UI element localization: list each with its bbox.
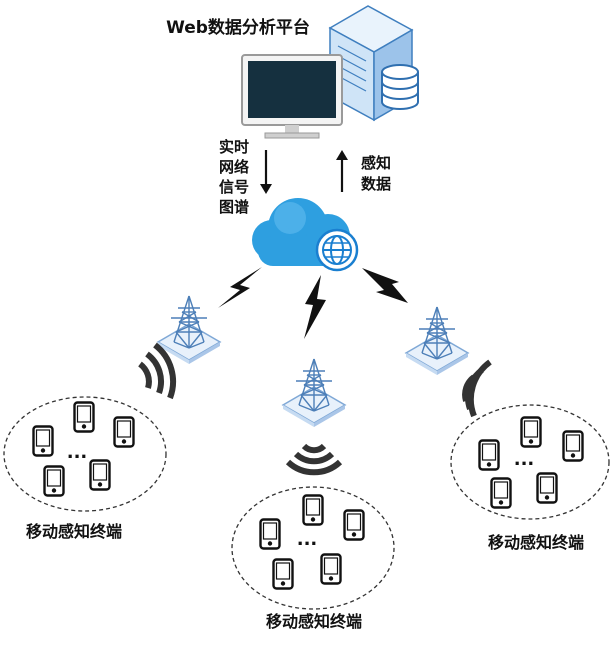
phone-icon: [343, 509, 365, 541]
phone-icon: [302, 494, 324, 526]
downlink-line: 信号: [219, 178, 249, 196]
uplink-line: 感知: [361, 154, 391, 172]
uplink-label: 感知 数据: [361, 154, 391, 193]
database-icon: [381, 64, 419, 110]
phone-icon: [520, 416, 542, 448]
lightning-icon: [304, 275, 326, 339]
downlink-line: 图谱: [219, 198, 249, 216]
phone-icon: [259, 518, 281, 550]
downlink-line: 网络: [219, 158, 249, 176]
phone-icon: [320, 553, 342, 585]
phone-icon: [43, 465, 65, 497]
lightning-icon: [362, 268, 408, 303]
uplink-line: 数据: [361, 175, 391, 193]
phone-icon: [89, 459, 111, 491]
terminal-cluster: ... 移动感知终端: [231, 486, 395, 631]
globe-icon: [315, 228, 359, 272]
terminal-cluster: ... 移动感知终端: [450, 404, 610, 552]
terminal-cluster: ... 移动感知终端: [3, 396, 167, 541]
phone-icon: [32, 425, 54, 457]
phone-icon: [272, 558, 294, 590]
ellipsis: ...: [297, 529, 318, 550]
phone-icon: [478, 439, 500, 471]
ellipsis: ...: [67, 442, 88, 463]
cluster-label: 移动感知终端: [26, 522, 122, 541]
cluster-label: 移动感知终端: [266, 612, 362, 631]
down-arrow: [260, 150, 272, 194]
wifi-icon: [285, 443, 343, 476]
tower-icon: [405, 306, 469, 375]
lightning-icon: [218, 267, 262, 308]
phone-icon: [490, 477, 512, 509]
tower-icon: [282, 358, 346, 427]
phone-icon: [113, 416, 135, 448]
phone-icon: [73, 401, 95, 433]
wifi-icon: [138, 342, 177, 400]
ellipsis: ...: [514, 449, 535, 470]
up-arrow: [336, 150, 348, 192]
cluster-label: 移动感知终端: [488, 533, 584, 552]
wifi-icon: [462, 359, 492, 418]
monitor-icon: [241, 54, 343, 139]
phone-icon: [562, 430, 584, 462]
platform-label: Web数据分析平台: [166, 17, 310, 38]
downlink-line: 实时: [219, 138, 249, 156]
phone-icon: [536, 472, 558, 504]
downlink-label: 实时 网络 信号 图谱: [219, 138, 249, 216]
